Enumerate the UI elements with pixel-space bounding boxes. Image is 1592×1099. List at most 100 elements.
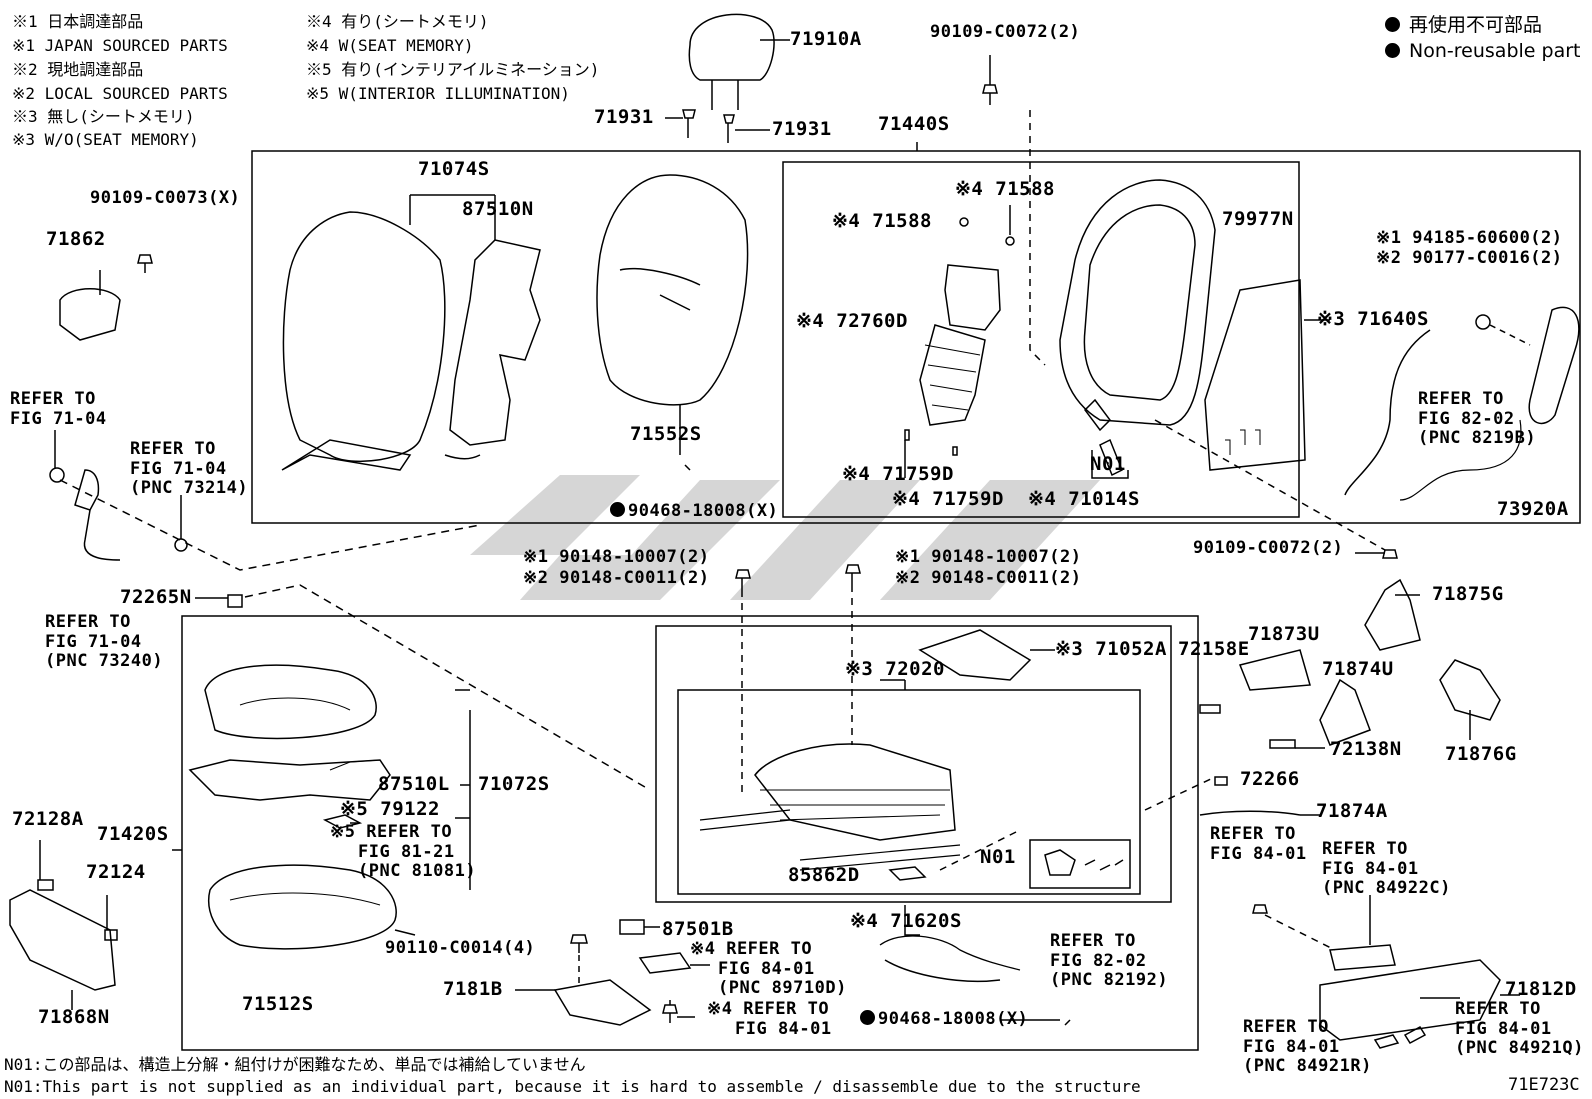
label-71620S: ※4 71620S [850, 910, 962, 932]
side-covers-right [1144, 578, 1501, 816]
cushion-heater-87510L [188, 759, 391, 801]
label-71552S: 71552S [630, 423, 702, 445]
note-line-7: ※4 有り(シートメモリ) [306, 12, 489, 31]
bolt-90148-right [845, 564, 861, 745]
label-90148-right-2: ※2 90148-C0011(2) [895, 568, 1082, 588]
lamp-79122 [322, 814, 363, 829]
cover-71862 [59, 254, 153, 341]
frame-subgroup-frame [782, 161, 1300, 518]
label-71862: 71862 [46, 228, 106, 250]
label-90109-C0072-mid: 90109-C0072(2) [1193, 538, 1344, 558]
label-90468-a: 90468-18008(X) [610, 502, 778, 520]
label-73920A: 73920A [1497, 498, 1569, 520]
label-72128A: 72128A [12, 808, 84, 830]
adjuster-group-frame [655, 625, 1172, 903]
seat-memory-lumbar-72760D [904, 205, 1015, 478]
label-71910A: 71910A [790, 28, 862, 50]
label-72138N: 72138N [1330, 738, 1402, 760]
label-72124: 72124 [86, 861, 146, 883]
headrest-guide-71931 [665, 109, 770, 143]
back-cover-71552S [596, 174, 749, 471]
label-71931-a: 71931 [594, 106, 654, 128]
label-90148-left-1: ※1 90148-10007(2) [523, 547, 710, 567]
label-71588-a: ※4 71588 [955, 178, 1055, 200]
headrest-71910A [688, 13, 790, 110]
label-90148-right-1: ※1 90148-10007(2) [895, 547, 1082, 567]
bolt-90109-C0072-mid [1154, 419, 1398, 559]
backrest-group-frame [251, 150, 1581, 524]
label-90110: 90110-C0014(4) [385, 938, 536, 958]
note-line-5: ※3 無し(シートメモリ) [12, 107, 195, 126]
note-line-2: ※1 JAPAN SOURCED PARTS [12, 36, 228, 55]
back-frame-79977N [1059, 179, 1216, 479]
label-90148-left-2: ※2 90148-C0011(2) [523, 568, 710, 588]
back-board-71640S [1204, 279, 1306, 471]
label-71868N: 71868N [38, 1006, 110, 1028]
label-71440S: 71440S [878, 113, 950, 135]
label-7181B: 7181B [443, 978, 503, 1000]
note-line-1: ※1 日本調達部品 [12, 12, 144, 31]
non-reusable-bullet-icon [1385, 43, 1400, 58]
label-94185: ※1 94185-60600(2) [1376, 228, 1563, 248]
label-71812D: 71812D [1505, 978, 1577, 1000]
label-90177: ※2 90177-C0016(2) [1376, 248, 1563, 268]
adjuster-subgroup-frame [677, 689, 1141, 895]
label-71588-b: ※4 71588 [832, 210, 932, 232]
label-72265N: 72265N [120, 586, 192, 608]
harness-71620S [879, 905, 1071, 1026]
label-90109-C0072-top: 90109-C0072(2) [930, 22, 1081, 42]
motor-box-N01 [1029, 839, 1131, 889]
label-71512S: 71512S [242, 993, 314, 1015]
label-71931-b: 71931 [772, 118, 832, 140]
cushion-pad-71072S [204, 664, 471, 890]
label-71420S: 71420S [97, 823, 169, 845]
seat-adjuster-72020 [699, 743, 1021, 881]
clip-72265N [195, 584, 651, 791]
note-line-10: ※5 W(INTERIOR ILLUMINATION) [306, 84, 570, 103]
label-72158E: 72158E [1178, 638, 1250, 660]
note-line-6: ※3 W/O(SEAT MEMORY) [12, 130, 199, 149]
label-71759D-b: ※4 71759D [892, 488, 1004, 510]
label-87510L: 87510L [378, 773, 450, 795]
non-reusable-bullet-icon [860, 1010, 875, 1025]
non-reusable-bullet-icon [1385, 17, 1400, 32]
label-71874A: 71874A [1316, 800, 1388, 822]
label-72266: 72266 [1240, 768, 1300, 790]
legend-jp: 再使用不可部品 [1385, 16, 1542, 35]
shield-71868N [9, 840, 118, 1010]
illustration-code: 71E723C [1508, 1075, 1580, 1095]
belt-anchor-left [49, 430, 481, 571]
non-reusable-bullet-icon [610, 502, 625, 517]
label-71875G: 71875G [1432, 583, 1504, 605]
label-72020: ※3 72020 [845, 658, 945, 680]
bolt-90109-C0072-top [982, 55, 1046, 366]
note-line-3: ※2 現地調達部品 [12, 60, 144, 79]
back-pad-71074S [281, 194, 495, 471]
label-90468-b: 90468-18008(X) [860, 1010, 1028, 1028]
label-N01-a: N01 [1090, 453, 1126, 475]
cover-71052A [918, 629, 1055, 681]
cushion-group-frame [181, 615, 1199, 1051]
note-line-9: ※5 有り(インテリアイルミネーション) [306, 60, 600, 79]
note-line-8: ※4 W(SEAT MEMORY) [306, 36, 474, 55]
label-71873U: 71873U [1248, 623, 1320, 645]
label-71014S: ※4 71014S [1028, 488, 1140, 510]
side-airbag-73920A [1344, 306, 1580, 501]
back-heater-87510N [444, 195, 541, 460]
label-71074S: 71074S [418, 158, 490, 180]
lower-parts [515, 919, 710, 1026]
label-79977N: 79977N [1222, 208, 1294, 230]
label-85862D: 85862D [788, 864, 860, 886]
label-71052A: ※3 71052A [1055, 638, 1167, 660]
side-shield-71812D [1252, 895, 1520, 1049]
